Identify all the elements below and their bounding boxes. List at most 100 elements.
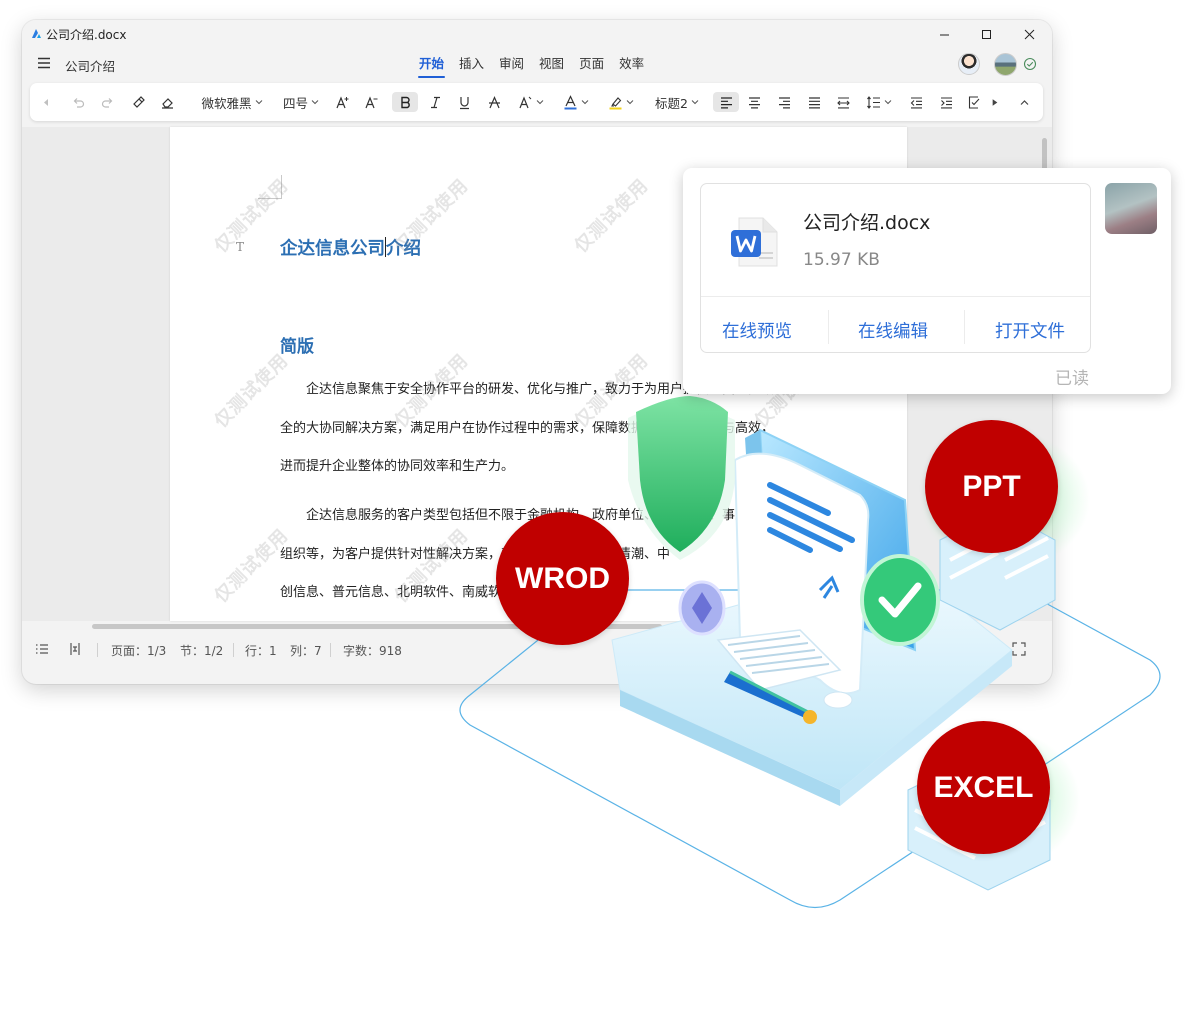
vertical-scrollbar[interactable] bbox=[1042, 138, 1047, 174]
tab-efficiency[interactable]: 效率 bbox=[619, 56, 645, 71]
redo-button[interactable] bbox=[97, 92, 117, 112]
paragraph-line: 全的大协同解决方案，满足用户在协作过程中的需求，保障数据与信息的安全与高效， bbox=[280, 420, 775, 436]
chat-file-message: 公司介绍.docx 15.97 KB 在线预览 在线编辑 打开文件 已读 bbox=[683, 168, 1171, 394]
align-right-icon bbox=[778, 96, 790, 108]
font-size-select[interactable]: 四号 bbox=[279, 92, 323, 112]
edit-online-button[interactable]: 在线编辑 bbox=[858, 322, 928, 342]
app-logo-icon bbox=[32, 29, 41, 38]
align-left-button[interactable] bbox=[713, 92, 739, 112]
highlight-button[interactable] bbox=[604, 92, 638, 112]
underline-icon bbox=[459, 96, 469, 109]
italic-icon bbox=[430, 96, 440, 108]
undo-icon bbox=[73, 97, 84, 108]
tab-page[interactable]: 页面 bbox=[579, 56, 605, 71]
watermark: 仅测试使用 bbox=[390, 175, 473, 258]
chevron-down-icon bbox=[626, 100, 634, 105]
horizontal-scrollbar[interactable] bbox=[92, 624, 662, 629]
text-effect-icon bbox=[519, 95, 532, 108]
chevron-down-icon bbox=[691, 100, 699, 105]
distributed-icon bbox=[836, 96, 850, 108]
preview-online-button[interactable]: 在线预览 bbox=[722, 322, 792, 342]
font-color-button[interactable] bbox=[559, 92, 593, 112]
format-painter-button[interactable] bbox=[128, 92, 148, 112]
status-section: 节：1/2 bbox=[180, 644, 224, 658]
chevron-down-icon bbox=[536, 100, 544, 105]
ppt-badge: PPT bbox=[925, 420, 1058, 553]
tab-insert[interactable]: 插入 bbox=[459, 56, 485, 71]
format-toolbar: 微软雅黑 四号 bbox=[30, 83, 1043, 121]
file-size: 15.97 KB bbox=[803, 250, 880, 270]
close-button[interactable] bbox=[1009, 23, 1049, 45]
menu-icon[interactable] bbox=[37, 57, 51, 69]
file-name: 公司介绍.docx bbox=[803, 212, 931, 234]
maximize-icon bbox=[981, 29, 991, 39]
tab-view[interactable]: 视图 bbox=[539, 56, 565, 71]
chevron-down-icon bbox=[581, 100, 589, 105]
align-right-button[interactable] bbox=[774, 92, 794, 112]
increase-indent-icon bbox=[940, 96, 952, 108]
font-family-select[interactable]: 微软雅黑 bbox=[197, 92, 267, 112]
underline-button[interactable] bbox=[454, 92, 474, 112]
user-avatar[interactable] bbox=[994, 53, 1017, 76]
justify-icon bbox=[808, 96, 820, 108]
decrease-indent-button[interactable] bbox=[906, 92, 926, 112]
open-file-button[interactable]: 打开文件 bbox=[995, 322, 1065, 342]
bold-button[interactable] bbox=[392, 92, 418, 112]
eraser-button[interactable] bbox=[157, 92, 177, 112]
back-button[interactable] bbox=[38, 92, 54, 112]
style-select[interactable]: 标题2 bbox=[649, 92, 705, 112]
file-card[interactable]: 公司介绍.docx 15.97 KB 在线预览 在线编辑 打开文件 bbox=[700, 183, 1091, 353]
text-cursor bbox=[385, 237, 386, 257]
format-painter-icon bbox=[132, 95, 145, 108]
excel-badge: EXCEL bbox=[917, 721, 1050, 854]
page-navigation-icon[interactable] bbox=[68, 642, 82, 656]
strikethrough-button[interactable] bbox=[484, 92, 504, 112]
shrink-font-button[interactable] bbox=[361, 92, 381, 112]
status-word-count: 字数：918 bbox=[343, 644, 402, 658]
collapse-toolbar-button[interactable] bbox=[1014, 92, 1034, 112]
status-col: 列：7 bbox=[290, 644, 322, 658]
italic-button[interactable] bbox=[425, 92, 445, 112]
read-status: 已读 bbox=[1055, 369, 1089, 389]
chevron-down-icon bbox=[311, 100, 319, 105]
mouse bbox=[823, 691, 853, 709]
distributed-button[interactable] bbox=[833, 92, 853, 112]
minimize-button[interactable] bbox=[924, 23, 964, 45]
status-page[interactable]: 页面：1/3 bbox=[111, 644, 167, 658]
status-row: 行：1 bbox=[245, 644, 277, 658]
grow-font-button[interactable] bbox=[332, 92, 352, 112]
bold-icon bbox=[400, 96, 410, 108]
style-value: 标题2 bbox=[655, 95, 688, 111]
checklist-button[interactable] bbox=[964, 92, 984, 112]
sync-status-icon bbox=[1023, 57, 1037, 71]
document-name[interactable]: 公司介绍 bbox=[65, 59, 116, 74]
collaborator-avatar[interactable] bbox=[958, 53, 980, 75]
justify-button[interactable] bbox=[804, 92, 824, 112]
ribbon-tabs: 开始 插入 审阅 视图 页面 效率 bbox=[412, 55, 652, 79]
more-tools-button[interactable] bbox=[988, 92, 1002, 112]
paragraph-line: 进而提升企业整体的协同效率和生产力。 bbox=[280, 459, 515, 474]
fullscreen-icon[interactable] bbox=[1012, 642, 1026, 656]
title-bar: 公司介绍.docx bbox=[22, 20, 1052, 48]
sender-avatar[interactable] bbox=[1105, 183, 1157, 234]
back-icon bbox=[43, 98, 48, 106]
align-center-button[interactable] bbox=[744, 92, 764, 112]
grow-font-icon bbox=[335, 95, 348, 108]
increase-indent-button[interactable] bbox=[936, 92, 956, 112]
undo-button[interactable] bbox=[68, 92, 88, 112]
status-divider bbox=[233, 643, 234, 657]
tab-home[interactable]: 开始 bbox=[412, 55, 451, 79]
tab-review[interactable]: 审阅 bbox=[499, 56, 525, 71]
strikethrough-icon bbox=[488, 95, 500, 108]
watermark: 仅测试使用 bbox=[570, 175, 653, 258]
outline-icon[interactable] bbox=[35, 642, 49, 656]
font-family-value: 微软雅黑 bbox=[201, 95, 252, 111]
word-file-icon bbox=[731, 217, 778, 267]
maximize-button[interactable] bbox=[966, 23, 1006, 45]
menu-bar: 公司介绍 开始 插入 审阅 视图 页面 效率 bbox=[22, 48, 1052, 80]
line-spacing-button[interactable] bbox=[862, 92, 896, 112]
document-heading[interactable]: 简版 bbox=[280, 337, 314, 357]
text-effect-button[interactable] bbox=[514, 92, 548, 112]
document-title[interactable]: 企达信息公司介绍 bbox=[280, 237, 421, 259]
align-left-icon bbox=[720, 96, 732, 108]
